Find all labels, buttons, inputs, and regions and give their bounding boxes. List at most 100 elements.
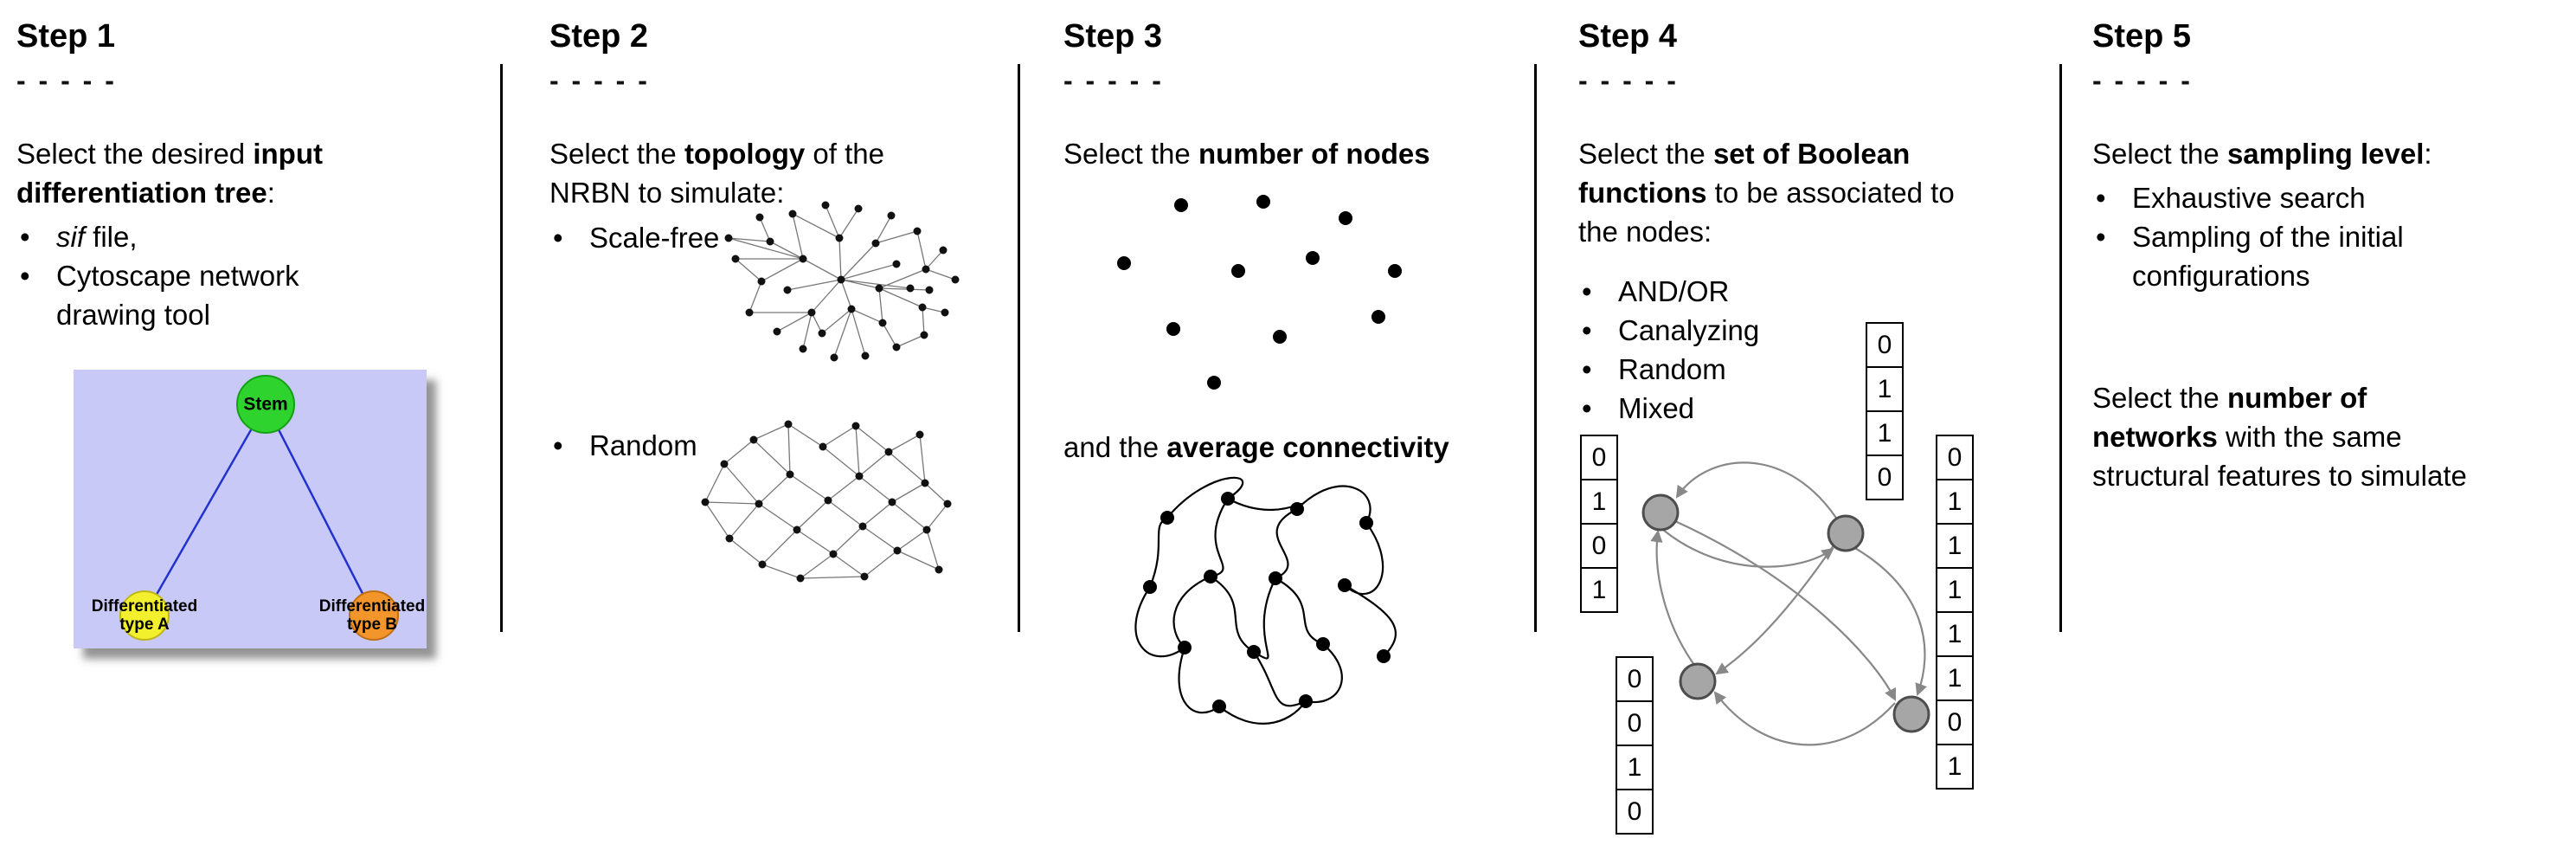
step-instruction: Select the number of nodes [1063, 134, 1531, 173]
bullet-list: AND/OR Canalyzing Random Mixed [1578, 272, 2054, 428]
boolean-table-cell: 1 [1866, 410, 1904, 456]
step-3-column: Step 3 - - - - - Select the number of no… [1063, 0, 1531, 851]
text-segment: number of nodes [1198, 138, 1430, 170]
nodes-scatter-figure [1117, 195, 1402, 390]
text-segment: Cytoscape network [56, 260, 299, 292]
text-segment: with the same [2217, 421, 2402, 453]
differentiated-type-a-node [119, 590, 170, 641]
text-segment: : [267, 177, 275, 209]
instruction-line: differentiation tree: [16, 173, 491, 212]
bullet-text: Random [1618, 350, 2054, 389]
dashed-separator: - - - - - [2092, 65, 2193, 96]
text-segment: Select the [1578, 138, 1713, 170]
boolean-node [1679, 662, 1717, 700]
text-segment: sif [56, 221, 85, 253]
boolean-table-cell: 1 [1580, 479, 1618, 525]
boolean-table-cell: 1 [1936, 479, 1974, 525]
step-5-column: Step 5 - - - - - Select the sampling lev… [2092, 0, 2568, 851]
step-instruction: Select the sampling level: [2092, 134, 2568, 173]
text-segment: Select the [549, 138, 684, 170]
text-segment: Random [1618, 353, 1726, 385]
instruction-line: Select the set of Boolean [1578, 134, 2054, 173]
boolean-table-cell: 0 [1616, 700, 1654, 746]
type-a-label-line1: Differentiated [91, 597, 198, 616]
text-segment: input [253, 138, 323, 170]
bullet-item-random: Random [1578, 350, 2054, 389]
bullet-text: Random [589, 426, 697, 465]
dashed-separator: - - - - - [16, 65, 117, 96]
text-segment: of the [805, 138, 884, 170]
text-segment: to be associated to [1706, 177, 1955, 209]
column-divider [2059, 64, 2062, 632]
number-of-networks-instruction: Select the number of networks with the s… [2092, 378, 2568, 495]
instruction-line: networks with the same [2092, 417, 2568, 456]
bullet-text: drawing tool [56, 295, 491, 334]
bullet-item-random: Random [549, 426, 697, 465]
random-network-figure [701, 420, 952, 583]
bullet-text: sif file, [56, 217, 491, 256]
column-divider [1018, 64, 1020, 632]
text-segment: topology [684, 138, 806, 170]
text-segment: Scale-free [589, 222, 720, 254]
instruction-line: Select the desired input [16, 134, 491, 173]
bullet-text: Mixed [1618, 389, 2054, 428]
column-divider [1534, 64, 1537, 632]
bullet-item-exhaustive-search: Exhaustive search [2092, 178, 2568, 217]
connectivity-caption: and the average connectivity [1063, 428, 1449, 467]
boolean-node [1827, 514, 1865, 552]
boolean-network-graph [1641, 461, 1930, 746]
step-title: Step 1 [16, 18, 116, 55]
stem-label: Stem [243, 395, 287, 415]
text-segment: AND/OR [1618, 275, 1730, 307]
bullet-list: sif file, Cytoscape network drawing tool [16, 217, 491, 334]
text-segment: drawing tool [56, 299, 210, 331]
bullet-text: Exhaustive search [2132, 178, 2568, 217]
step-title: Step 4 [1578, 18, 1678, 55]
boolean-table-cell: 0 [1580, 435, 1618, 480]
text-segment: Select the [2092, 382, 2227, 414]
type-b-label: Differentiated type B [319, 597, 425, 634]
text-segment: Random [589, 429, 697, 461]
boolean-table-cell: 1 [1616, 745, 1654, 790]
boolean-table-cell: 1 [1936, 744, 1974, 790]
step-title: Step 5 [2092, 18, 2192, 55]
text-segment: number of [2226, 382, 2367, 414]
bullet-text: Cytoscape network [56, 256, 491, 295]
text-segment: sampling level [2226, 138, 2425, 170]
bullet-text: Sampling of the initial [2132, 217, 2568, 256]
stem-node [236, 375, 295, 434]
boolean-table-cell: 0 [1866, 322, 1904, 368]
boolean-table-cell: 1 [1936, 611, 1974, 657]
boolean-table-cell: 0 [1580, 523, 1618, 569]
boolean-table-cell: 0 [1616, 789, 1654, 835]
boolean-table-cell: 0 [1616, 656, 1654, 702]
text-segment: Select the [1063, 138, 1198, 170]
text-segment: set of Boolean [1712, 138, 1911, 170]
differentiation-tree-figure: Stem Differentiated type A Differentiate… [74, 370, 427, 648]
text-segment: functions [1578, 177, 1707, 209]
text-segment: file, [85, 221, 138, 253]
instruction-line: Select the topology of the [549, 134, 982, 173]
boolean-table-cell: 1 [1580, 567, 1618, 613]
step-title: Step 2 [549, 18, 649, 55]
boolean-node [1892, 695, 1930, 733]
bullet-item-and-or: AND/OR [1578, 272, 2054, 311]
instruction-line: structural features to simulate [2092, 456, 2568, 495]
text-segment: : [2424, 138, 2432, 170]
text-segment: Mixed [1618, 392, 1695, 424]
instruction-line: the nodes: [1578, 212, 2054, 251]
text-segment: configurations [2132, 260, 2310, 292]
boolean-table-cell: 1 [1866, 366, 1904, 412]
boolean-node [1641, 493, 1680, 532]
boolean-table-cell: 0 [1866, 455, 1904, 500]
step-4-column: Step 4 - - - - - Select the set of Boole… [1578, 0, 2054, 851]
scale-free-network-figure [724, 201, 960, 362]
text-segment: the nodes: [1578, 216, 1712, 248]
instruction-line: Select the number of nodes [1063, 134, 1531, 173]
bullet-item-cytoscape: Cytoscape network drawing tool [16, 256, 491, 334]
